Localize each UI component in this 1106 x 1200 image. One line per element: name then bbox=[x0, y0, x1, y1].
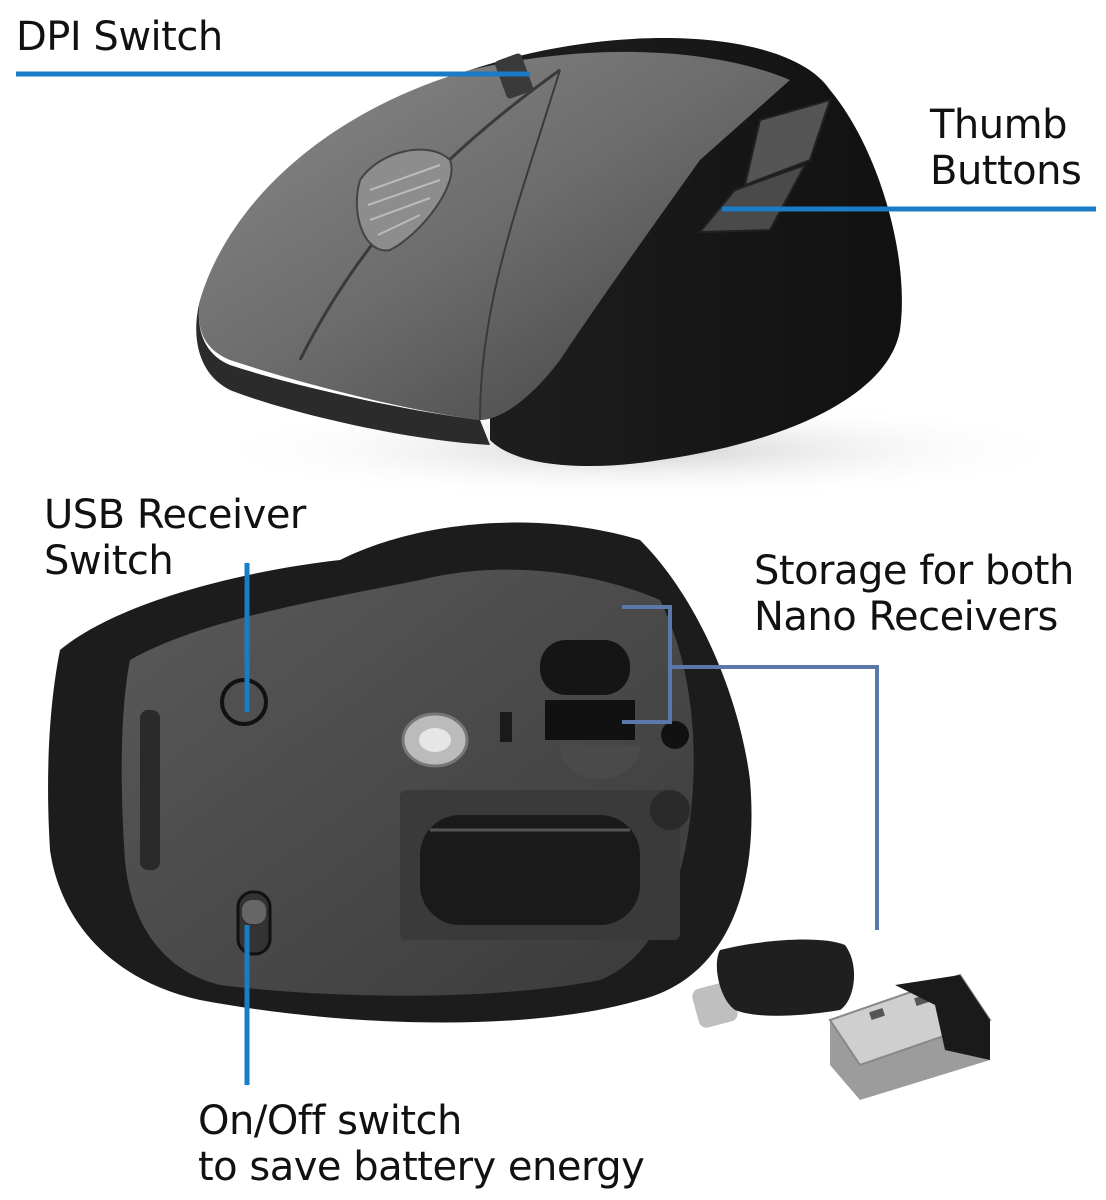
thumb-buttons-label: Thumb Buttons bbox=[930, 102, 1082, 194]
usb-a-nano-receiver-icon bbox=[828, 973, 992, 1100]
dpi-switch-label: DPI Switch bbox=[16, 14, 223, 60]
mouse-top-icon bbox=[196, 37, 1080, 500]
mouse-bottom-icon bbox=[48, 522, 752, 1023]
on-off-switch-label: On/Off switch to save battery energy bbox=[198, 1098, 645, 1190]
callout-lines bbox=[16, 71, 1096, 1085]
storage-callout-bracket bbox=[622, 605, 879, 930]
receiver-storage-label: Storage for both Nano Receivers bbox=[754, 548, 1074, 640]
usb-receiver-switch-label: USB Receiver Switch bbox=[44, 492, 306, 584]
usb-c-receiver-icon bbox=[692, 939, 855, 1028]
